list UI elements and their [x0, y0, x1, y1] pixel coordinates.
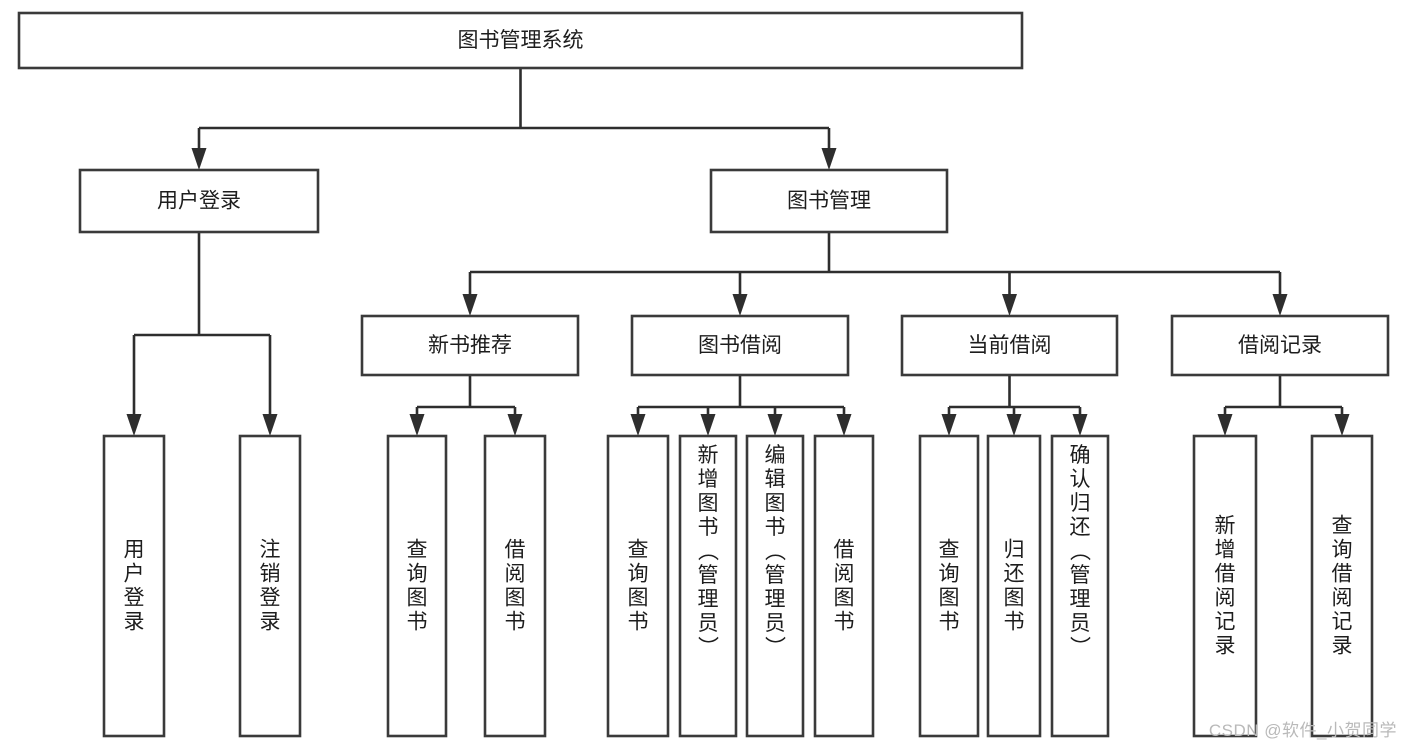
node-box-book-manage: [709, 168, 949, 234]
node-box-leaf-user-login: [102, 434, 166, 738]
node-box-root: [17, 11, 1024, 70]
arrow-head-icon-book-borrow: [732, 294, 748, 316]
node-box-user-login: [78, 168, 320, 234]
arrow-head-icon-leaf-user-logout: [262, 414, 278, 436]
node-box-leaf-return-book: [986, 434, 1042, 738]
node-layer: 图书管理系统用户登录图书管理新书推荐图书借阅当前借阅借阅记录用户登录注销登录查询…: [17, 11, 1390, 738]
node-leaf-query-book-recommend[interactable]: 查询图书: [386, 434, 448, 738]
node-label-new-book-recommend: 新书推荐: [428, 334, 512, 357]
node-current-borrow[interactable]: 当前借阅: [900, 314, 1119, 377]
node-box-leaf-query-borrow-record: [1310, 434, 1374, 738]
node-box-leaf-confirm-return: [1050, 434, 1110, 738]
node-leaf-query-book-borrow[interactable]: 查询图书: [606, 434, 670, 738]
arrow-head-icon-user-login: [191, 148, 207, 170]
node-label-leaf-borrow-book-recommend: 借阅图书: [505, 539, 526, 634]
node-box-leaf-add-borrow-record: [1192, 434, 1258, 738]
node-box-leaf-user-logout: [238, 434, 302, 738]
node-label-borrow-record: 借阅记录: [1238, 334, 1322, 357]
arrow-head-icon-leaf-add-borrow-record: [1217, 414, 1233, 436]
node-label-root: 图书管理系统: [458, 29, 584, 52]
node-book-borrow[interactable]: 图书借阅: [630, 314, 850, 377]
node-leaf-edit-book[interactable]: 编辑图书︵管理员︶: [745, 434, 805, 738]
arrow-head-icon-leaf-query-borrow-record: [1334, 414, 1350, 436]
node-box-leaf-borrow-book: [813, 434, 875, 738]
csdn-watermark: CSDN @软件_小贺同学: [1208, 721, 1397, 740]
node-label-leaf-user-login: 用户登录: [124, 539, 145, 634]
arrow-head-icon-leaf-borrow-book: [836, 414, 852, 436]
node-user-login[interactable]: 用户登录: [78, 168, 320, 234]
arrow-head-icon-current-borrow: [1002, 294, 1017, 316]
node-label-leaf-edit-book: 编辑图书︵管理员︶: [765, 444, 787, 659]
node-leaf-query-book-current[interactable]: 查询图书: [918, 434, 980, 738]
node-label-leaf-add-borrow-record: 新增借阅记录: [1215, 515, 1236, 658]
node-leaf-return-book[interactable]: 归还图书: [986, 434, 1042, 738]
node-label-current-borrow: 当前借阅: [968, 334, 1052, 357]
arrow-head-icon-book-manage: [821, 148, 837, 170]
arrow-head-icon-leaf-add-book: [700, 414, 716, 436]
arrow-head-icon-leaf-borrow-book-recommend: [507, 414, 523, 436]
node-label-book-manage: 图书管理: [787, 190, 871, 213]
arrow-head-icon-new-book-recommend: [462, 294, 478, 316]
node-leaf-user-logout[interactable]: 注销登录: [238, 434, 302, 738]
node-leaf-confirm-return[interactable]: 确认归还︵管理员︶: [1050, 434, 1110, 738]
node-box-leaf-query-book-borrow: [606, 434, 670, 738]
connector-layer: [126, 68, 1350, 436]
node-label-leaf-query-book-current: 查询图书: [939, 539, 960, 634]
node-box-new-book-recommend: [360, 314, 580, 377]
node-box-leaf-edit-book: [745, 434, 805, 738]
node-box-leaf-borrow-book-recommend: [483, 434, 547, 738]
node-new-book-recommend[interactable]: 新书推荐: [360, 314, 580, 377]
node-label-leaf-return-book: 归还图书: [1004, 539, 1025, 634]
node-root[interactable]: 图书管理系统: [17, 11, 1024, 70]
arrow-head-icon-borrow-record: [1272, 294, 1288, 316]
node-label-leaf-user-logout: 注销登录: [260, 539, 281, 634]
arrow-head-icon-leaf-query-book-borrow: [630, 414, 646, 436]
node-label-leaf-query-borrow-record: 查询借阅记录: [1332, 515, 1353, 658]
node-label-leaf-add-book: 新增图书︵管理员︶: [698, 444, 720, 659]
node-leaf-borrow-book-recommend[interactable]: 借阅图书: [483, 434, 547, 738]
node-leaf-user-login[interactable]: 用户登录: [102, 434, 166, 738]
node-label-leaf-confirm-return: 确认归还︵管理员︶: [1070, 444, 1092, 659]
arrow-head-icon-leaf-query-book-recommend: [409, 414, 425, 436]
node-label-leaf-query-book-borrow: 查询图书: [628, 539, 649, 634]
arrow-head-icon-leaf-confirm-return: [1072, 414, 1088, 436]
node-leaf-add-borrow-record[interactable]: 新增借阅记录: [1192, 434, 1258, 738]
node-box-leaf-query-book-recommend: [386, 434, 448, 738]
arrow-head-icon-leaf-query-book-current: [941, 414, 957, 436]
node-box-borrow-record: [1170, 314, 1390, 377]
node-borrow-record[interactable]: 借阅记录: [1170, 314, 1390, 377]
node-box-current-borrow: [900, 314, 1119, 377]
node-label-leaf-borrow-book: 借阅图书: [834, 539, 855, 634]
node-leaf-query-borrow-record[interactable]: 查询借阅记录: [1310, 434, 1374, 738]
node-box-leaf-query-book-current: [918, 434, 980, 738]
node-book-manage[interactable]: 图书管理: [709, 168, 949, 234]
node-label-leaf-query-book-recommend: 查询图书: [407, 539, 428, 634]
arrow-head-icon-leaf-user-login: [126, 414, 142, 436]
node-box-leaf-add-book: [678, 434, 738, 738]
node-label-user-login: 用户登录: [157, 190, 241, 213]
arrow-head-icon-leaf-return-book: [1006, 414, 1022, 436]
node-leaf-borrow-book[interactable]: 借阅图书: [813, 434, 875, 738]
node-leaf-add-book[interactable]: 新增图书︵管理员︶: [678, 434, 738, 738]
arrow-head-icon-leaf-edit-book: [767, 414, 783, 436]
node-box-book-borrow: [630, 314, 850, 377]
node-label-book-borrow: 图书借阅: [698, 334, 782, 357]
